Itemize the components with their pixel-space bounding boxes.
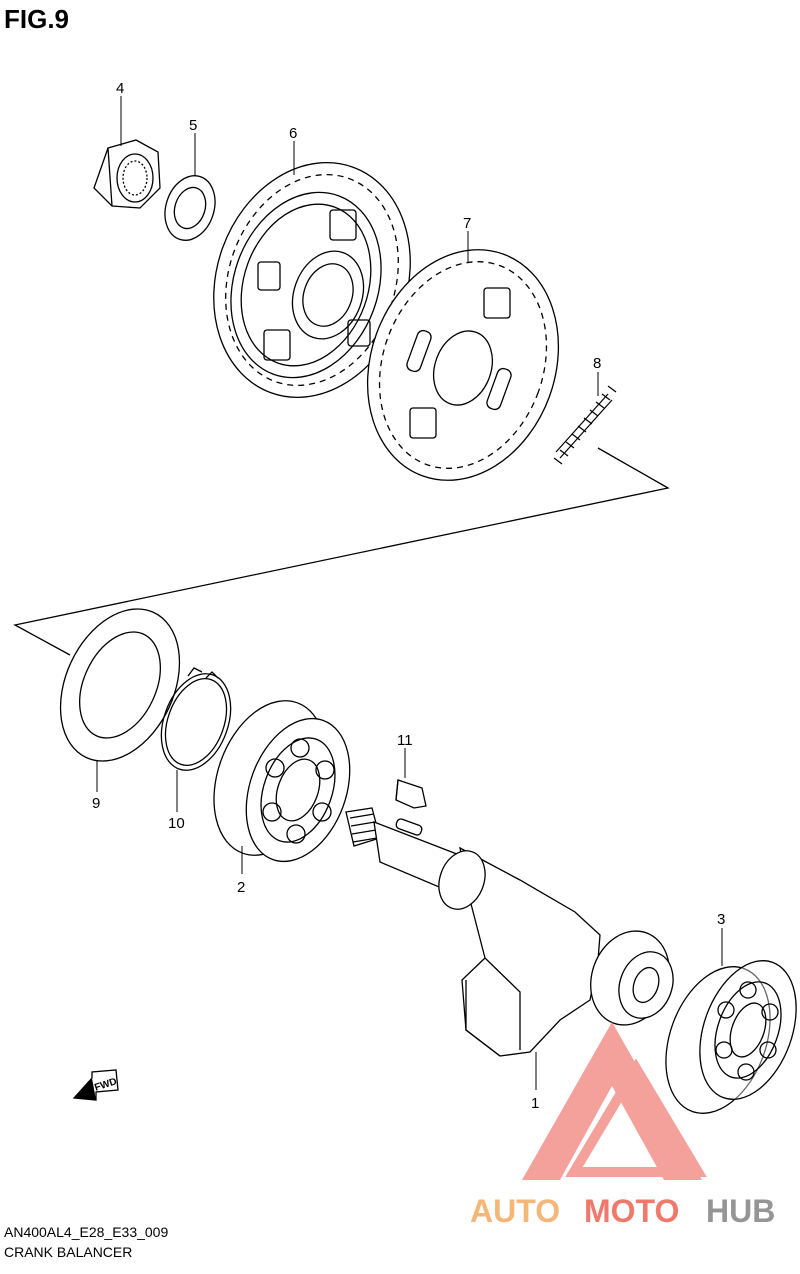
part-6-drive-gear[interactable] [182, 135, 443, 426]
watermark-logo-mark [522, 1022, 707, 1180]
part-11-key[interactable] [395, 779, 427, 809]
part-2-bearing[interactable] [194, 685, 369, 876]
callout-1: 1 [531, 1095, 539, 1112]
callout-9: 9 [92, 795, 100, 812]
diagram-code: AN400AL4_E28_E33_009 [4, 1224, 169, 1240]
part-4-nut[interactable] [93, 139, 161, 209]
callout-5: 5 [189, 117, 197, 134]
watermark-moto: MOTO [584, 1193, 679, 1229]
part-7-driven-gear[interactable] [336, 223, 590, 508]
part-5-washer[interactable] [157, 169, 223, 247]
watermark-auto: AUTO [470, 1193, 560, 1229]
watermark-wordmark: AUTO MOTO HUB [470, 1193, 775, 1229]
figure-title: FIG.9 [4, 4, 70, 34]
callout-3: 3 [717, 911, 725, 928]
callout-7: 7 [463, 215, 471, 232]
callout-11: 11 [397, 732, 413, 749]
part-1-balancer-shaft[interactable] [345, 807, 682, 1057]
assembly-guide-line [13, 447, 670, 656]
part-8-spring[interactable] [553, 385, 617, 465]
callout-4: 4 [116, 80, 124, 97]
caption-block: AN400AL4_E28_E33_009 CRANK BALANCER [4, 1222, 168, 1262]
part-9-washer[interactable] [37, 590, 203, 781]
callout-6: 6 [289, 125, 297, 142]
part-3-bearing[interactable] [647, 947, 800, 1128]
watermark-hub: HUB [706, 1193, 775, 1229]
part-10-circlip[interactable] [149, 664, 243, 780]
fwd-arrow-icon: FWD [72, 1069, 119, 1101]
callout-10: 10 [168, 815, 185, 832]
callout-8: 8 [593, 355, 601, 372]
callout-2: 2 [237, 879, 245, 896]
diagram-name: CRANK BALANCER [4, 1244, 133, 1260]
